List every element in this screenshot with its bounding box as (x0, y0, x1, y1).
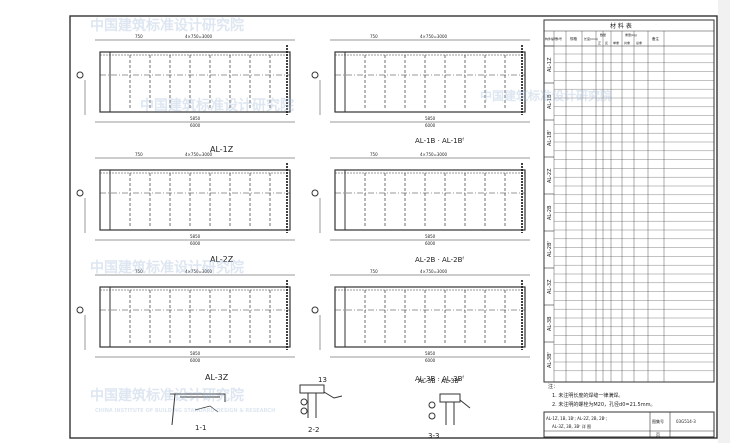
axis-bubble (76, 306, 84, 314)
dimension-text: 4×750=3000 (420, 34, 448, 39)
dimension-text: 750 (370, 152, 378, 157)
svg-text:中国建筑标准设计研究院: 中国建筑标准设计研究院 (140, 97, 294, 114)
beam-label: AL-3Z (205, 373, 229, 382)
svg-text:中国建筑标准设计研究院: 中国建筑标准设计研究院 (480, 88, 612, 103)
beam-elevation: 4×750=3000 750 5850 6000 (76, 152, 295, 246)
dimension-text: 750 (135, 269, 143, 274)
beam-elevation: 4×750=3000 750 5850 6000 (76, 34, 295, 128)
dimension-text: 6000 (190, 358, 201, 363)
beam-elevations: 4×750=3000 750 5850 6000 4×750=3000 750 5850 60… (76, 34, 530, 363)
table-subheader: 正 (598, 41, 601, 45)
beam-label: AL-1Z (210, 145, 234, 154)
note-item: 1. 未注明长度的焊缝一律满焊。 (552, 392, 623, 399)
svg-text:中国建筑标准设计研究院: 中国建筑标准设计研究院 (90, 17, 244, 34)
section-1-1: 1-1 (170, 393, 226, 432)
dimension-text: 4×750=3000 (185, 34, 213, 39)
watermark: 中国建筑标准设计研究院 中国建筑标准设计研究院 中国建筑标准设计研究院 中国建筑… (90, 17, 612, 414)
dimension-text: 6000 (425, 123, 436, 128)
page-margin (718, 0, 730, 443)
dimension-text: 6000 (190, 123, 201, 128)
drawing-title: AL-3Z, 3B, 3Bᶠ 详 图 (552, 423, 591, 429)
beam-label: AL-3B · AL-3Bᶠ (415, 375, 464, 383)
axis-bubble (76, 189, 84, 197)
table-header: 规格 (570, 36, 578, 41)
dimension-text: 4×750=3000 (185, 269, 213, 274)
section-2-2: 13 2-2 (299, 376, 343, 434)
svg-text:CHINA INSTITUTE OF BUILDING ST: CHINA INSTITUTE OF BUILDING STANDARD DES… (95, 408, 275, 414)
table-group-label: AL-1B (547, 94, 553, 109)
table-group-label: AL-1Bᶠ (547, 129, 553, 146)
section-label: 2-2 (308, 426, 319, 434)
table-group-label: AL-3Z (547, 279, 553, 294)
dimension-text: 6000 (425, 241, 436, 246)
material-table: 材 料 表 构件编号 件号 规格 长度(mm) 数量 正 反 重量(kg) 单重… (543, 19, 715, 383)
axis-bubble (311, 189, 319, 197)
notes: 注： 1. 未注明长度的焊缝一律满焊。 2. 未注明的螺栓为M20，孔径d0=2… (548, 383, 655, 408)
atlas-number: 03G514-3 (676, 419, 696, 424)
beam-label: AL-1B · AL-1Bᶠ (415, 137, 464, 145)
table-header: 构件编号 (545, 36, 557, 41)
beam-label: AL-2B · AL-2Bᶠ (415, 256, 464, 264)
dimension-text: 5850 (190, 234, 201, 239)
atlas-label: 图集号 (652, 418, 664, 424)
page-label: 页 (656, 432, 660, 437)
table-subheader: 单重 (613, 40, 619, 45)
table-subheader: 总重 (636, 40, 642, 45)
table-header: 件号 (556, 36, 562, 41)
dimension-text: 5850 (190, 116, 201, 121)
axis-bubble (76, 71, 84, 79)
dimension-text: 750 (370, 34, 378, 39)
drawing-frame (69, 15, 718, 439)
beam-elevation: 4×750=3000 750 5850 6000 (76, 269, 295, 363)
dimension-text: 4×750=3000 (420, 152, 448, 157)
svg-text:中国建筑标准设计研究院: 中国建筑标准设计研究院 (90, 259, 244, 276)
end-plate (99, 51, 111, 113)
table-subheader: 反 (605, 40, 608, 45)
table-group-label: AL-1Z (547, 57, 553, 72)
title-block: AL-1Z, 1B, 1Bᶠ; AL-2Z, 2B, 2Bᶠ; AL-3Z, 3… (543, 411, 715, 438)
dimension-text: 4×750=3000 (185, 152, 213, 157)
table-group-label: AL-2Z (547, 168, 553, 183)
section-3-3: AL-3B · AL-3Bᶠ 3-3 (418, 378, 471, 440)
table-group-label: AL-2Bᶠ (547, 240, 553, 257)
table-header: 长度(mm) (584, 36, 598, 41)
dimension-text: 6000 (190, 241, 201, 246)
notes-title: 注： (548, 383, 558, 390)
beam-elevation: 4×750=3000 750 5850 6000 (311, 34, 530, 128)
dimension-text: 750 (135, 152, 143, 157)
dimension-text: 5850 (425, 116, 436, 121)
drawing-title: AL-1Z, 1B, 1Bᶠ; AL-2Z, 2B, 2Bᶠ; (546, 416, 607, 421)
dimension-text: 5850 (425, 234, 436, 239)
dimension-text: 750 (370, 269, 378, 274)
table-group-label: AL-3Bᶠ (547, 351, 553, 368)
table-group-label: AL-2B (547, 205, 553, 220)
section-label: 3-3 (428, 432, 439, 440)
beam-label: AL-2Z (210, 255, 234, 264)
section-mark: 13 (318, 376, 327, 384)
axis-bubble (311, 71, 319, 79)
section-label: 1-1 (195, 424, 206, 432)
section-sublabel: AL-3B · AL-3Bᶠ (418, 378, 461, 385)
dimension-text: 5850 (425, 351, 436, 356)
end-plate (99, 286, 111, 348)
dimension-text: 6000 (425, 358, 436, 363)
svg-text:中国建筑标准设计研究院: 中国建筑标准设计研究院 (90, 387, 244, 404)
table-header: 重量(kg) (625, 32, 637, 37)
table-subheader: 共重 (624, 40, 630, 45)
table-group-label: AL-3B (547, 316, 553, 331)
end-plate (334, 169, 346, 231)
dimension-text: 750 (135, 34, 143, 39)
beam-elevation: 4×750=3000 750 5850 6000 (311, 269, 530, 363)
axis-bubble (311, 306, 319, 314)
beam-elevation: 4×750=3000 750 5850 6000 (311, 152, 530, 246)
dimension-text: 5850 (190, 351, 201, 356)
end-plate (99, 169, 111, 231)
note-item: 2. 未注明的螺栓为M20，孔径d0=21.5mm。 (552, 401, 655, 408)
dimension-text: 4×750=3000 (420, 269, 448, 274)
table-title: 材 料 表 (610, 22, 632, 30)
end-plate (334, 51, 346, 113)
end-plate (334, 286, 346, 348)
table-header: 备注 (652, 36, 660, 41)
